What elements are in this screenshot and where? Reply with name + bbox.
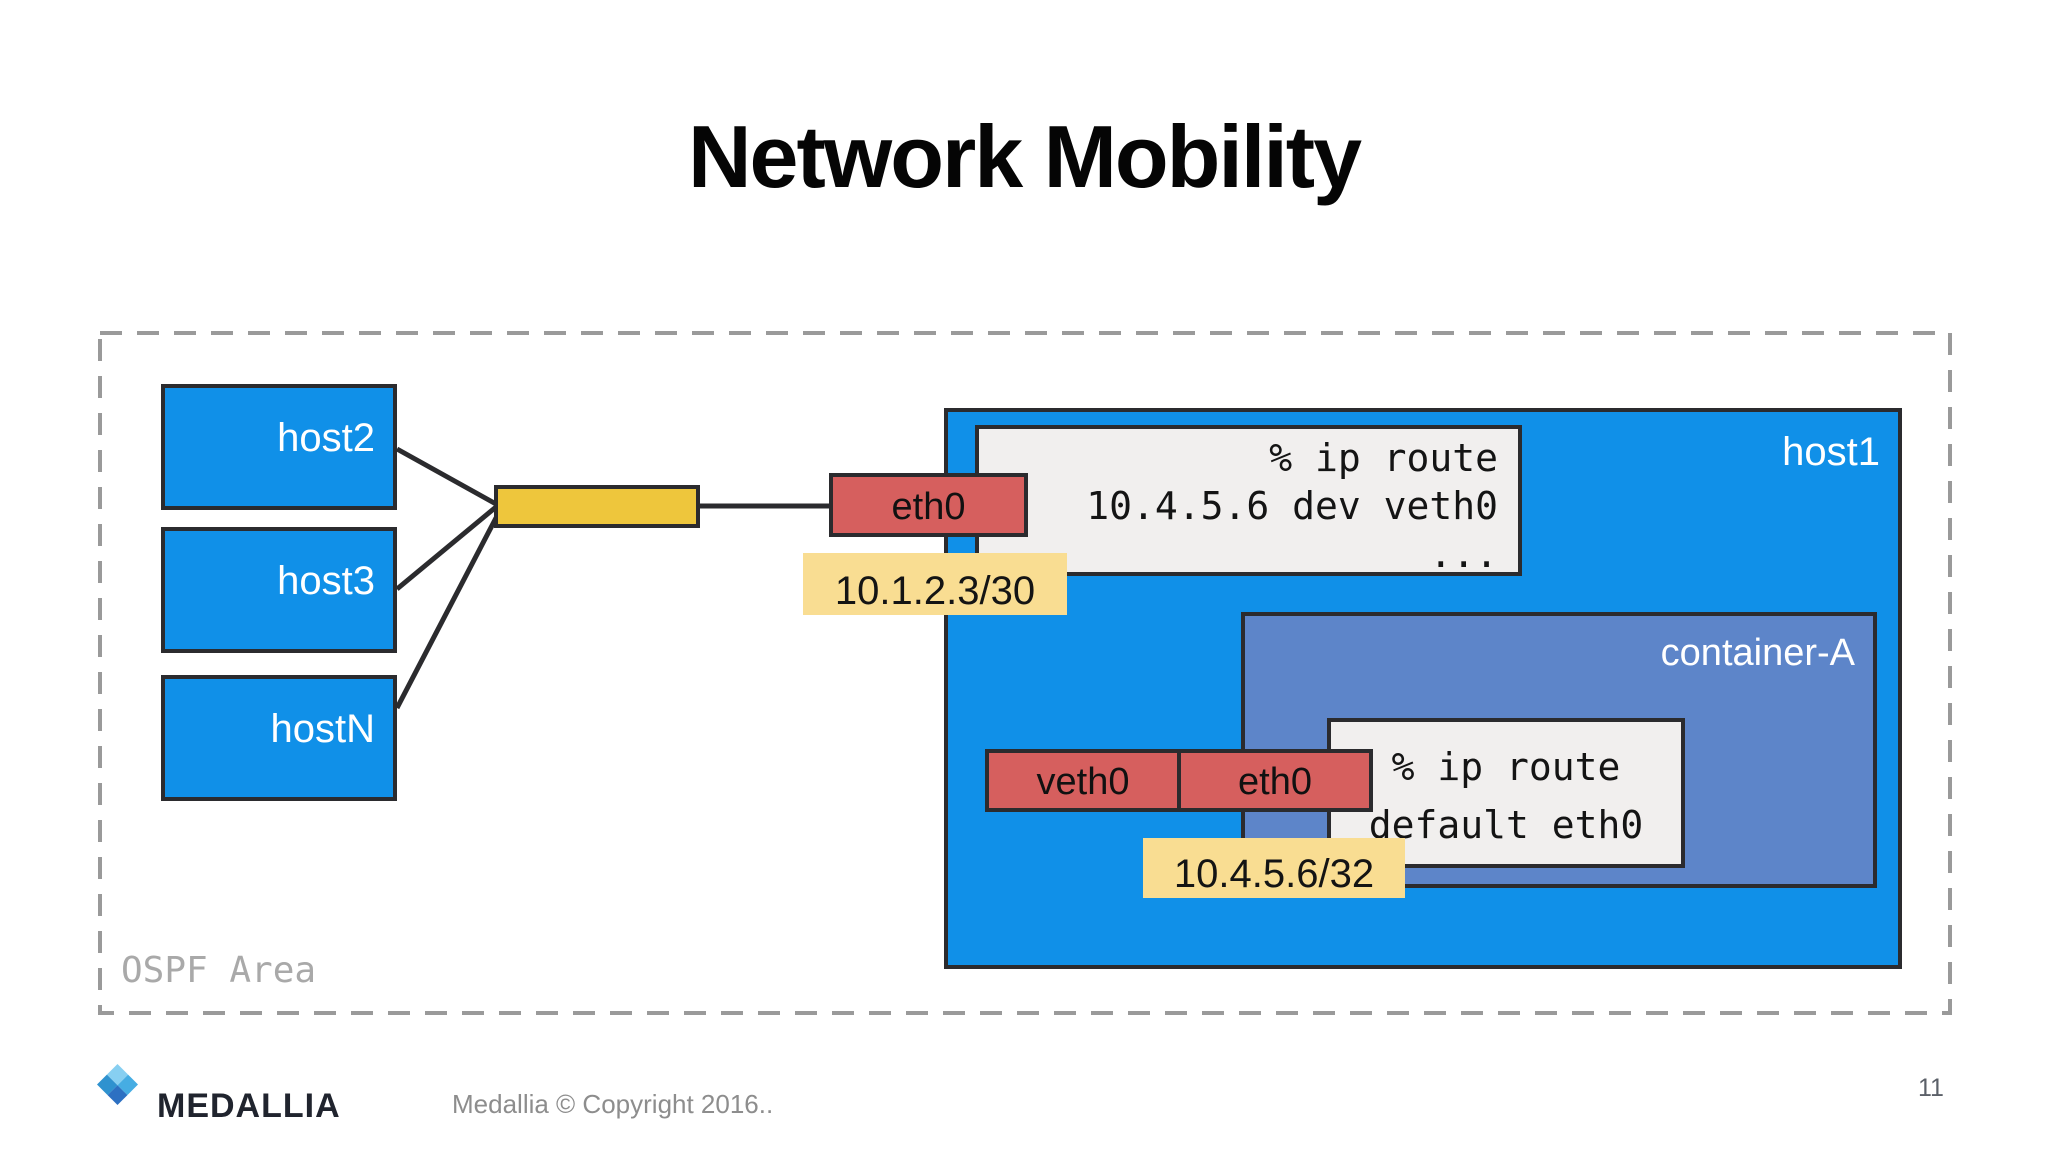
hostN-box: hostN (161, 675, 397, 801)
eth0-ip-label: 10.1.2.3/30 (803, 553, 1067, 615)
ospf-area-label: OSPF Area (121, 950, 317, 991)
medallia-diamond-icon (96, 1063, 139, 1106)
route-line: default eth0 (1368, 803, 1644, 847)
host3-box: host3 (161, 527, 397, 653)
slide-title: Network Mobility (687, 107, 1362, 206)
host2-box: host2 (161, 384, 397, 510)
route-line: ... (1429, 532, 1498, 576)
container-a-label: container-A (1660, 632, 1855, 674)
host1-label: host1 (1782, 430, 1880, 474)
host1-eth0-interface: eth0 (829, 473, 1028, 537)
route-line: 10.4.5.6 dev veth0 (1086, 484, 1498, 528)
route-line: % ip route (1391, 745, 1621, 789)
page-number: 11 (1918, 1074, 1944, 1102)
network-segment-bar (494, 485, 700, 528)
veth0-interface: veth0 (985, 749, 1181, 812)
ospf-area-dashed-border (98, 331, 1952, 1015)
container-ip-label: 10.4.5.6/32 (1143, 838, 1405, 898)
route-line: % ip route (1269, 436, 1498, 480)
host1-route-box: % ip route 10.4.5.6 dev veth0 ... (975, 425, 1522, 576)
medallia-wordmark: MEDALLIA (157, 1087, 341, 1125)
copyright-text: Medallia © Copyright 2016.. (452, 1089, 774, 1119)
container-eth0-interface: eth0 (1177, 749, 1373, 812)
